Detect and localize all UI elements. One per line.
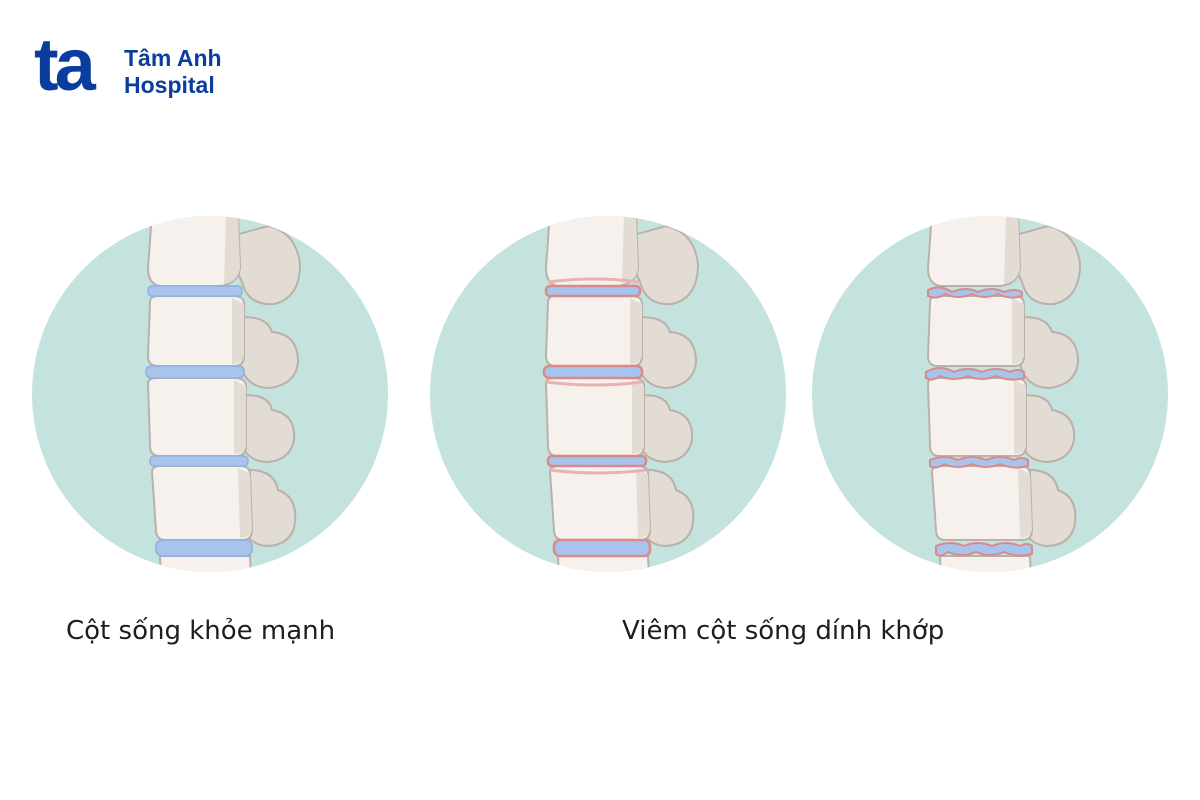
logo-name-line2: Hospital — [124, 72, 215, 98]
logo-mark: ta — [34, 23, 96, 106]
panel-ankylosing-severe-spine — [812, 216, 1168, 572]
caption-healthy-spine: Cột sống khỏe mạnh — [66, 616, 336, 646]
logo-name-line1: Tâm Anh — [124, 45, 222, 71]
tam-anh-logo: ta Tâm Anh Hospital — [34, 28, 254, 106]
caption-ankylosing-spondylitis: Viêm cột sống dính khớp — [622, 616, 945, 646]
panel-ankylosing-mild-spine — [430, 216, 786, 572]
panel-healthy-spine — [32, 216, 388, 572]
